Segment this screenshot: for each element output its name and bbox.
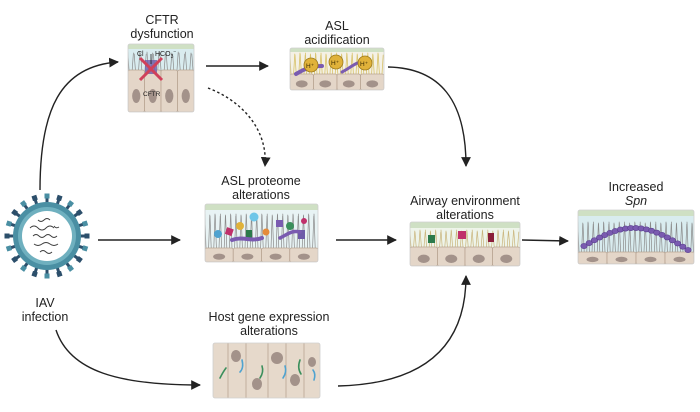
hco3-ion-label: HCO3−	[155, 49, 176, 60]
label-airway-environment-alterations: Airway environment alterations	[410, 194, 520, 222]
columnar-cells	[227, 343, 305, 398]
cilia	[410, 229, 520, 248]
h-ion-label: H⁺	[306, 63, 315, 70]
label-asl-proteome-alterations: ASL proteome alterations	[221, 174, 301, 202]
arrow-iav-to-host-gene	[55, 329, 201, 390]
h-ion-icon	[303, 54, 373, 73]
arrow-airway-to-spn	[521, 235, 569, 246]
coccus	[580, 243, 588, 249]
arrow-acidification-to-airway	[387, 66, 471, 167]
coccus	[585, 240, 593, 246]
arrow-host-gene-to-airway	[337, 275, 471, 387]
secreted-proteins	[214, 212, 307, 239]
epithelial-cells	[205, 247, 318, 262]
coccus	[684, 247, 692, 253]
cftr-blocked-icon	[138, 54, 164, 82]
viral-rna-strands	[29, 218, 60, 254]
arrows	[39, 57, 569, 390]
coccus	[658, 231, 666, 238]
panel-increased-spn	[578, 210, 694, 264]
epithelial-cells	[290, 73, 384, 90]
panel-host-gene-expression	[213, 343, 320, 398]
coccus	[590, 237, 598, 244]
epithelial-cells	[128, 69, 194, 112]
coccus	[674, 240, 682, 247]
h-ion-label: H⁺	[360, 61, 369, 68]
label-asl-acidification: ASL acidification	[304, 19, 370, 47]
epithelial-cells	[578, 251, 694, 264]
coccus	[663, 234, 671, 241]
panel-asl-proteome	[205, 204, 318, 262]
gene-transcripts	[219, 359, 316, 381]
virus-spikes	[4, 193, 90, 279]
coccus	[668, 237, 676, 244]
arrow-cftr-to-proteome-dotted	[207, 87, 271, 167]
cl-ion-label: Cl	[137, 51, 144, 58]
label-host-gene-expression-alterations: Host gene expression alterations	[208, 310, 330, 338]
nuclei	[231, 350, 316, 390]
label-increased-spn: Increased Spn	[608, 180, 664, 208]
label-iav-infection: IAV infection	[21, 296, 69, 324]
epithelial-cells	[410, 246, 520, 266]
panel-airway-environment	[410, 222, 520, 266]
streptococcus-chain-icon	[580, 225, 692, 253]
label-cftr-dysfunction: CFTR dysfunction	[130, 13, 194, 41]
iav-virus-icon	[4, 193, 90, 279]
arrow-iav-to-cftr	[39, 57, 119, 191]
h-ion-label: H⁺	[331, 60, 340, 67]
bacteria-chain	[230, 236, 264, 242]
cftr-channel-label: CFTR	[143, 91, 161, 98]
coccus	[679, 243, 687, 250]
